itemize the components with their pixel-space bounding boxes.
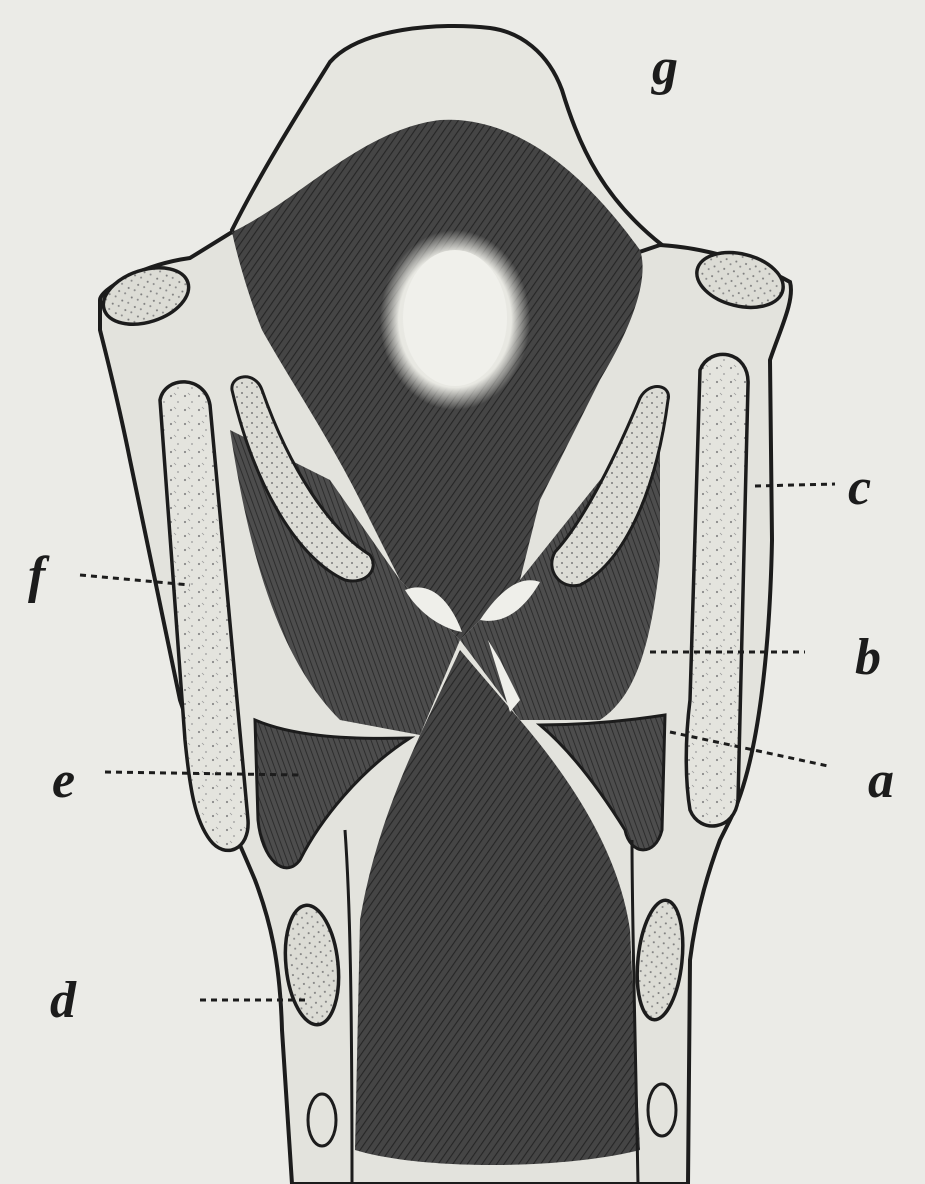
label-a: a [868,755,894,807]
right-tracheal-ring [648,1084,676,1136]
label-d: d [50,975,76,1027]
label-e: e [52,755,75,807]
left-tracheal-ring [308,1094,336,1146]
label-f: f [28,550,45,602]
label-b: b [855,632,881,684]
label-g: g [652,42,678,94]
label-c: c [848,462,871,514]
laryngeal-inlet-core [403,250,507,386]
leader-c [755,484,835,486]
